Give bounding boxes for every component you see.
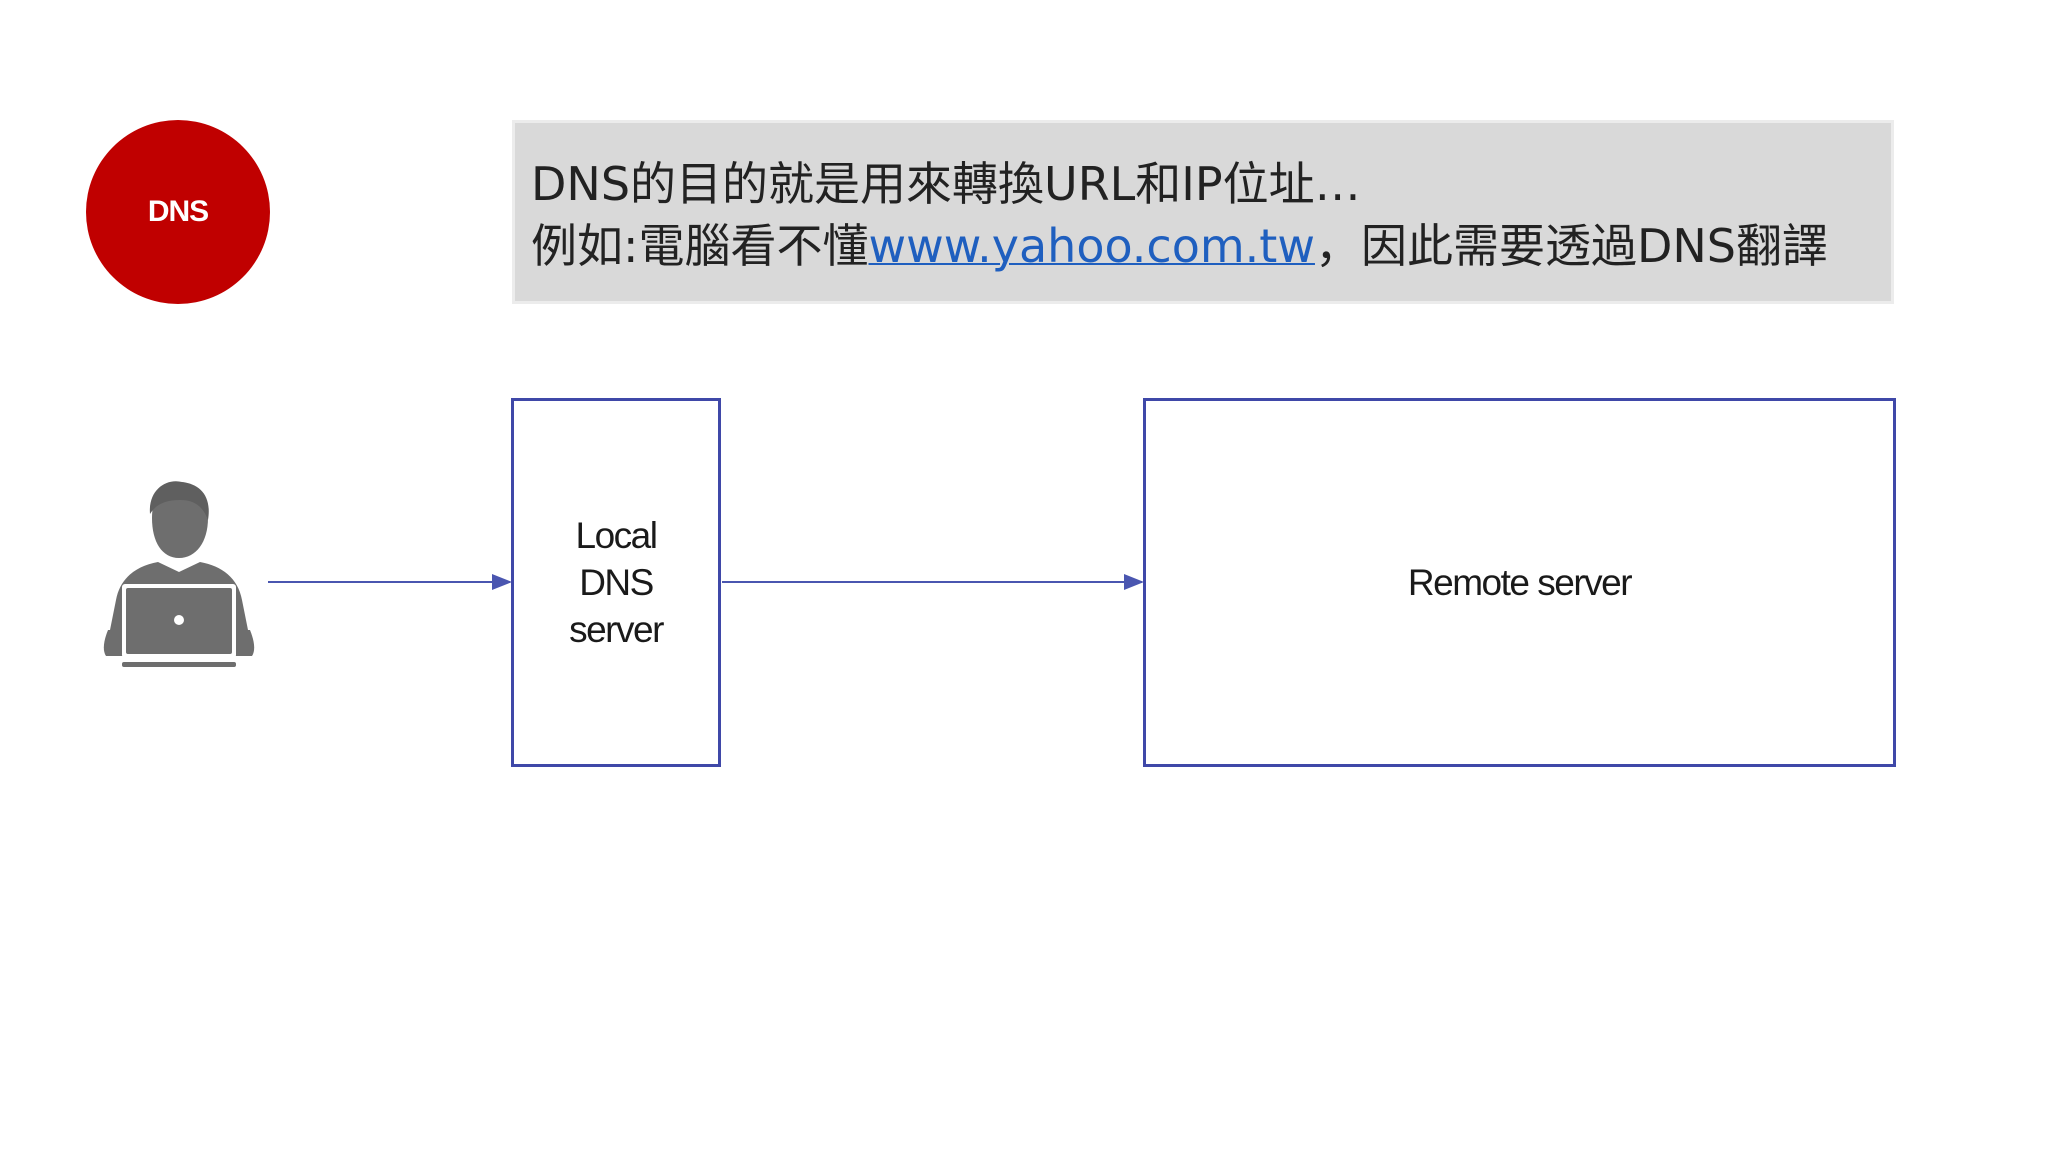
explanation-callout: DNS的目的就是用來轉換URL和IP位址… 例如:電腦看不懂www.yahoo.… (512, 120, 1894, 304)
local-dns-server-box: Local DNS server (511, 398, 721, 767)
callout-line-2: 例如:電腦看不懂www.yahoo.com.tw，因此需要透過DNS翻譯 (531, 215, 1891, 277)
person-with-laptop-icon (103, 481, 255, 667)
dns-badge: DNS (86, 120, 270, 304)
remote-server-label: Remote server (1407, 561, 1633, 603)
callout-line-1: DNS的目的就是用來轉換URL和IP位址… (531, 157, 1361, 211)
dns-badge-label: DNS (147, 195, 209, 228)
callout-line-2-prefix: 例如:電腦看不懂 (531, 219, 869, 273)
yahoo-link[interactable]: www.yahoo.com.tw (868, 219, 1315, 273)
local-dns-server-label: Local DNS server (569, 515, 664, 650)
remote-server-box: Remote server (1143, 398, 1896, 767)
callout-line-2-suffix: ，因此需要透過DNS翻譯 (1314, 219, 1828, 273)
